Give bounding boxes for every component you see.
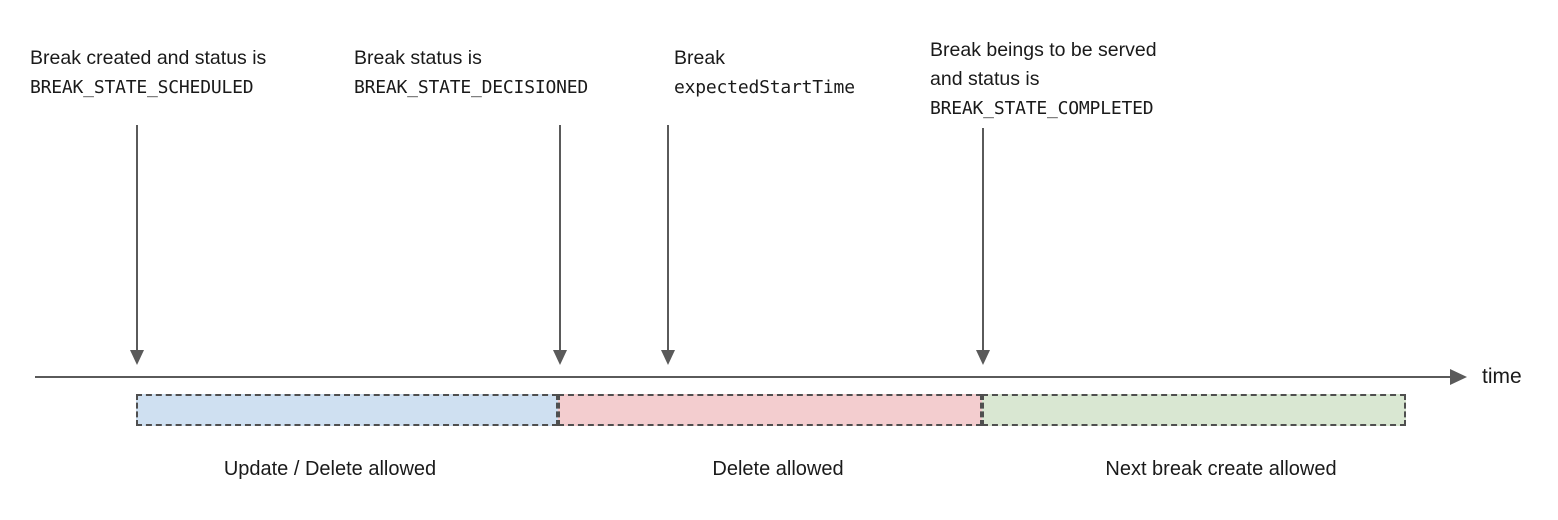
arrow-head-down-icon [553, 350, 567, 365]
annotation-code-line: BREAK_STATE_COMPLETED [930, 98, 1154, 119]
annotation-code-line: BREAK_STATE_DECISIONED [354, 77, 589, 98]
phase-caption-delete-only: Delete allowed [712, 458, 844, 480]
arrow-head-right-icon [1450, 369, 1467, 385]
annotation-text-line: Break [674, 47, 725, 69]
arrow-stem [982, 128, 984, 351]
pointer-arrow-decisioned [552, 125, 568, 365]
time-axis-label: time [1482, 365, 1522, 388]
pointer-arrow-completed [975, 128, 991, 365]
phase-bar-next-break-create [982, 394, 1406, 426]
arrow-head-down-icon [976, 350, 990, 365]
annotation-label-completed: Break beings to be served and status is … [930, 36, 1157, 123]
annotation-code-line: expectedStartTime [674, 77, 855, 98]
arrow-stem [559, 125, 561, 351]
phase-caption-next-break-create: Next break create allowed [1105, 458, 1337, 480]
annotation-text-line: and status is [930, 68, 1040, 90]
time-axis-line [35, 376, 1457, 378]
annotation-label-expected-start-time: Break expectedStartTime [674, 44, 855, 102]
arrow-stem [136, 125, 138, 351]
annotation-label-scheduled: Break created and status is BREAK_STATE_… [30, 44, 266, 102]
pointer-arrow-scheduled [129, 125, 145, 365]
annotation-text-line: Break status is [354, 47, 482, 69]
phase-bar-delete-only [558, 394, 982, 426]
arrow-stem [667, 125, 669, 351]
arrow-head-down-icon [130, 350, 144, 365]
annotation-code-line: BREAK_STATE_SCHEDULED [30, 77, 254, 98]
pointer-arrow-expected-start-time [660, 125, 676, 365]
phase-bar-update-delete [136, 394, 558, 426]
annotation-text-line: Break beings to be served [930, 39, 1157, 61]
annotation-label-decisioned: Break status is BREAK_STATE_DECISIONED [354, 44, 588, 102]
arrow-head-down-icon [661, 350, 675, 365]
annotation-text-line: Break created and status is [30, 47, 267, 69]
phase-caption-update-delete: Update / Delete allowed [223, 458, 437, 480]
